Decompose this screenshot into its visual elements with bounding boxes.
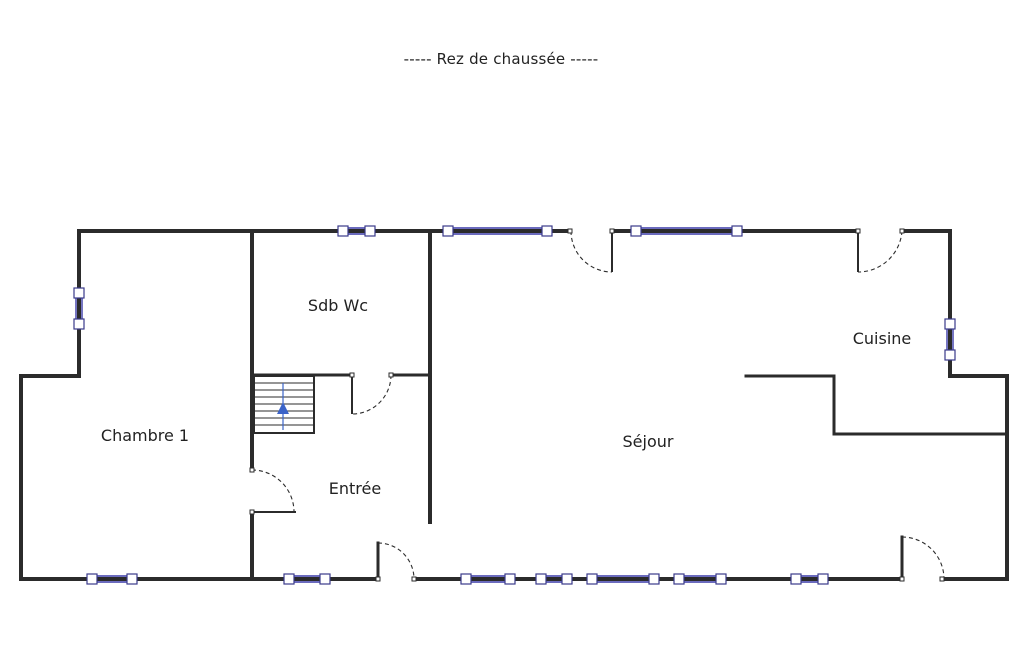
window [586,573,660,585]
window [86,573,138,585]
stair-arrow-icon [277,402,289,414]
room-label-entree: Entrée [329,479,381,498]
window [283,573,331,585]
stairs [253,375,315,434]
window [630,225,743,237]
windows [73,225,956,585]
door-cuisine-top [855,228,905,273]
window [790,573,829,585]
room-label-sejour: Séjour [623,432,674,451]
room-label-chambre: Chambre 1 [101,426,189,445]
window [944,318,956,361]
room-label-cuisine: Cuisine [853,329,912,348]
door-sejour-top-left [567,228,615,273]
window [535,573,573,585]
window [673,573,727,585]
window [460,573,516,585]
walls [19,229,1009,581]
door-sejour-bottom [899,536,945,582]
door-chambre [249,467,296,515]
window [442,225,553,237]
plan-title: ----- Rez de chaussée ----- [403,50,599,68]
doors [249,228,945,582]
door-sdb [349,372,394,415]
room-label-sdb: Sdb Wc [308,296,368,315]
window [73,287,85,330]
door-entree [375,542,417,582]
window [337,225,376,237]
